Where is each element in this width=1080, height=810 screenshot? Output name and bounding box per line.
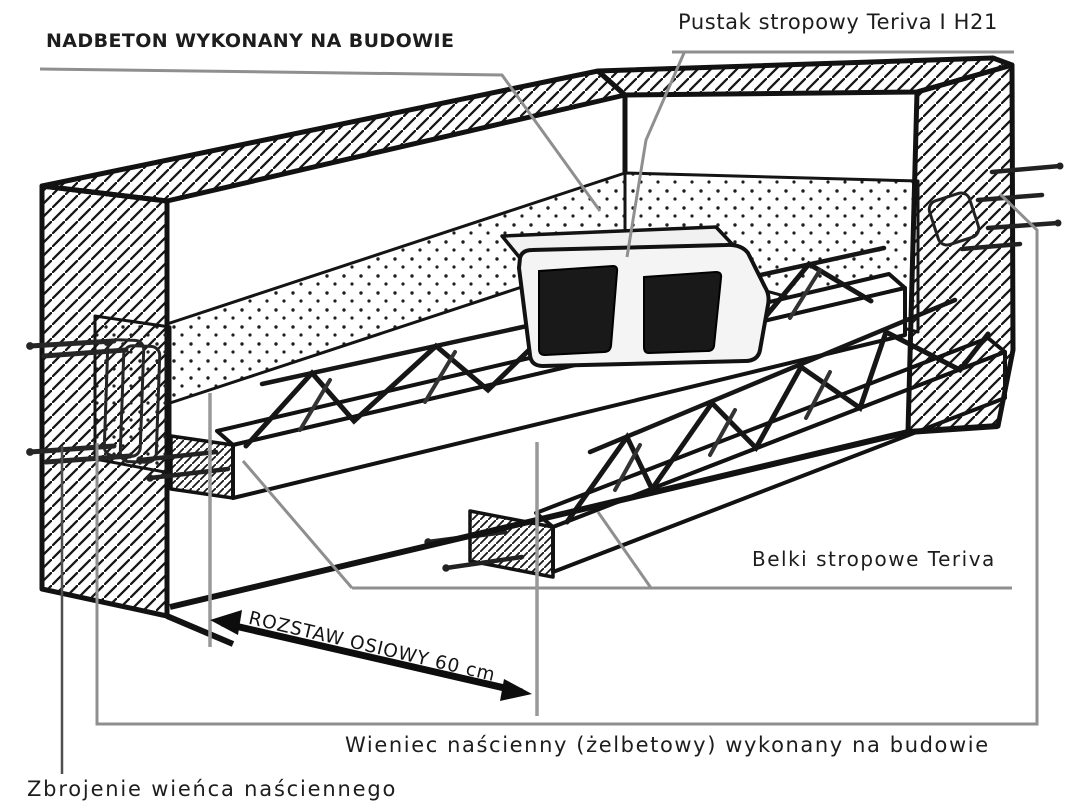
dimension-arrow-shaft [221,619,523,696]
leader-nadbeton [39,67,602,212]
leader-belki-beam1 [241,460,354,589]
leader-pustak [625,52,686,258]
label-nadbeton: NADBETON WYKONANY NA BUDOWIE [46,30,455,52]
pustak-chamber-left [538,264,619,357]
beam1-rebar-ends [136,449,231,482]
arrowhead-right [500,679,532,701]
hollow-block-pustak [500,225,771,368]
arrowhead-left [210,610,242,635]
label-zbrojenie: Zbrojenie wieńca naściennego [27,777,398,801]
label-pustak: Pustak stropowy Teriva I H21 [678,10,998,34]
leader-wieniec [95,192,1039,726]
ring-beam-reinforcement-left [26,338,162,465]
right-wall-cut [905,62,1064,435]
leader-lines [39,50,1039,774]
dimension-text: ROZSTAW OSIOWY 60 cm [246,608,497,686]
label-wieniec: Wieniec naścienny (żelbetowy) wykonany n… [345,733,990,757]
left-wall-top-face [39,68,628,204]
floor-soffit-edges [169,423,999,610]
pustak-chamber-right [643,270,723,355]
label-belki: Belki stropowe Teriva [752,547,996,571]
leader-belki-beam2 [596,511,653,589]
beam1-end-face [169,434,235,500]
right-wall-rebar [927,162,1064,252]
